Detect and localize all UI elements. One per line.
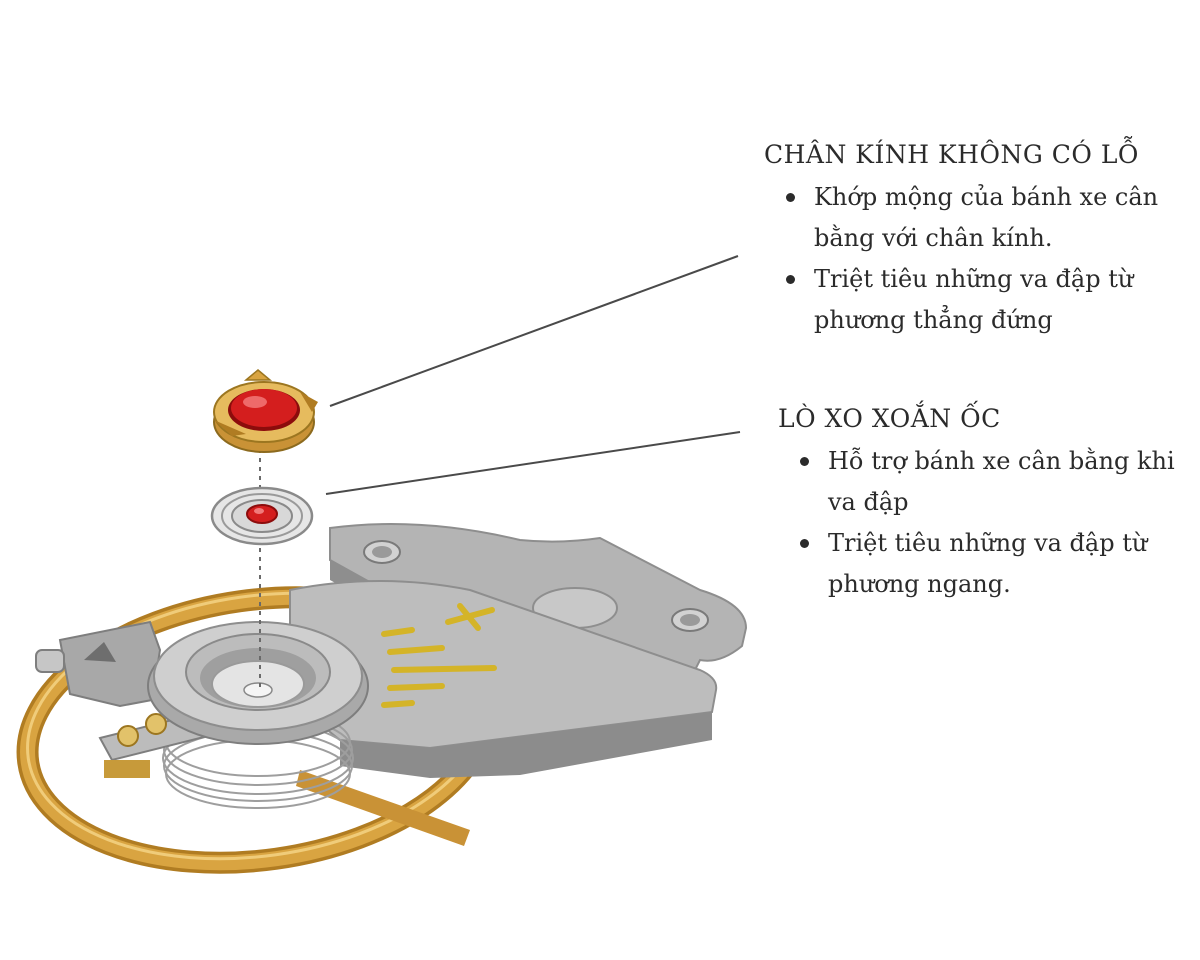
list-item-text: Triệt tiêu những va đập từ phương ngang. [828, 529, 1148, 598]
bullet-icon [800, 539, 809, 548]
callout-list-jewel: Khớp mộng của bánh xe cân bằng với chân … [764, 177, 1184, 341]
bullet-icon [786, 193, 795, 202]
callout-title-jewel: CHÂN KÍNH KHÔNG CÓ LỖ [764, 140, 1139, 169]
callout-list-spring: Hỗ trợ bánh xe cân bằng khi va đập Triệt… [778, 441, 1188, 605]
spiral-spring-part [210, 486, 314, 546]
callout-spiral-spring: LÒ XO XOẮN ỐC Hỗ trợ bánh xe cân bằng kh… [778, 404, 1188, 605]
adjustment-markings [381, 603, 497, 708]
leader-line-jewel [329, 255, 739, 407]
balance-cock [289, 580, 718, 778]
list-item: Triệt tiêu những va đập từ phương ngang. [778, 523, 1188, 605]
list-item: Khớp mộng của bánh xe cân bằng với chân … [764, 177, 1184, 259]
callout-cap-jewel: CHÂN KÍNH KHÔNG CÓ LỖ Khớp mộng của bánh… [764, 140, 1184, 341]
list-item: Triệt tiêu những va đập từ phương thẳng … [764, 259, 1184, 341]
list-item-text: Hỗ trợ bánh xe cân bằng khi va đập [828, 447, 1175, 516]
list-item-text: Triệt tiêu những va đập từ phương thẳng … [814, 265, 1134, 334]
list-item: Hỗ trợ bánh xe cân bằng khi va đập [778, 441, 1188, 523]
list-item-text: Khớp mộng của bánh xe cân bằng với chân … [814, 183, 1159, 252]
bullet-icon [786, 275, 795, 284]
bullet-icon [800, 457, 809, 466]
shock-absorber-setting [147, 621, 369, 745]
cap-jewel-part [213, 369, 318, 453]
callout-title-spring: LÒ XO XOẮN ỐC [778, 404, 1001, 433]
leader-line-spring [325, 431, 741, 495]
